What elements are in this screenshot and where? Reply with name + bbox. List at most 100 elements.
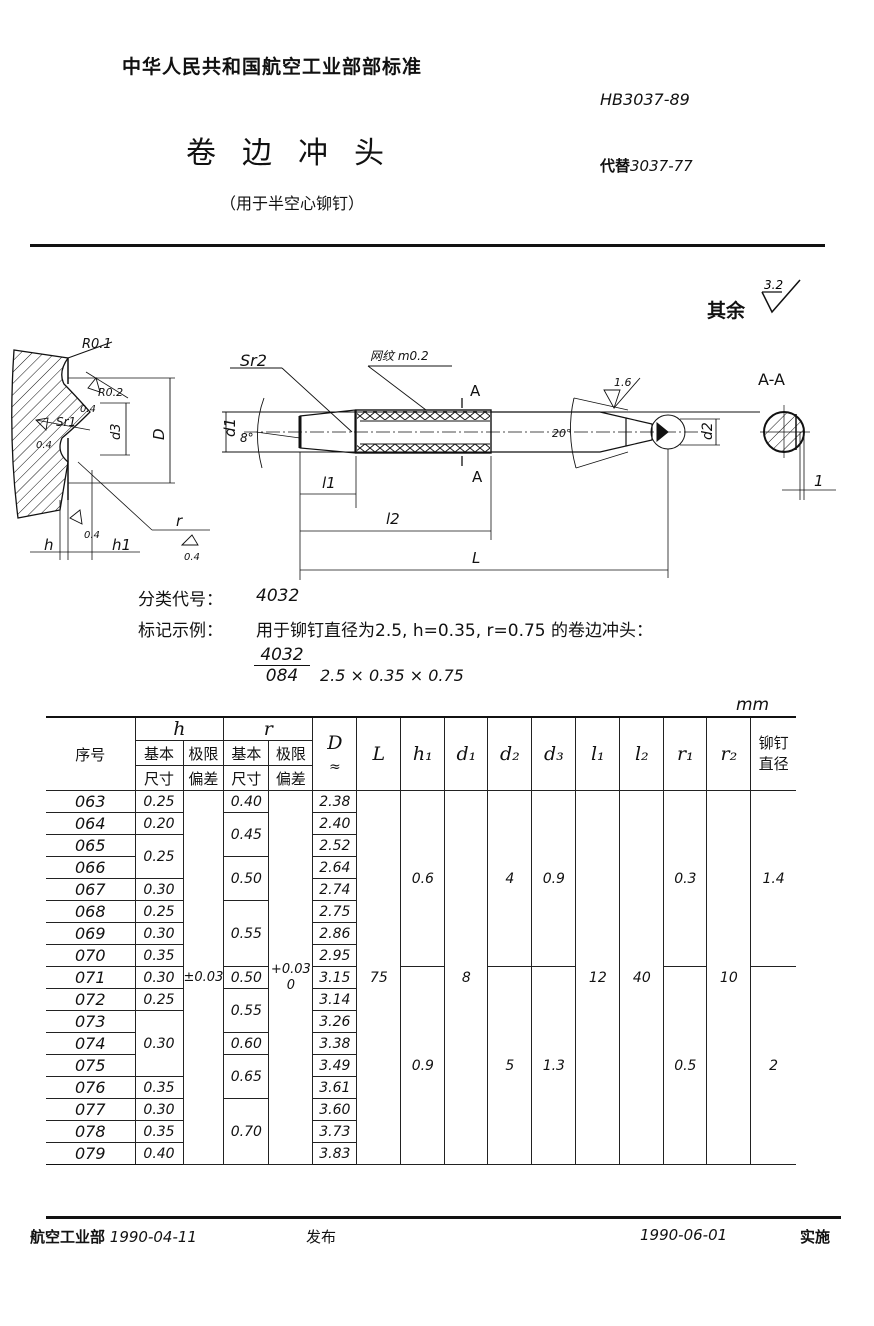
svg-text:r: r xyxy=(176,512,183,530)
footer-divider xyxy=(46,1216,841,1219)
serial-cell: 064 xyxy=(46,812,136,835)
col-header-d2: d₂ xyxy=(487,716,533,791)
table-row: 079 0.40 3.83 xyxy=(46,1142,796,1165)
table-row: 072 0.25 0.55 3.14 xyxy=(46,988,796,1033)
svg-text:D: D xyxy=(150,428,168,440)
h-cell: 0.25 xyxy=(134,988,184,1011)
l2-cell: 40 xyxy=(619,790,665,1165)
svg-text:A: A xyxy=(470,382,481,400)
h-cell: 0.30 xyxy=(134,966,184,989)
serial-cell: 079 xyxy=(46,1142,136,1165)
serial-cell: 070 xyxy=(46,944,136,967)
svg-text:0.4: 0.4 xyxy=(36,440,52,451)
table-row: 077 0.30 0.70 3.60 xyxy=(46,1098,796,1165)
svg-text:Sr2: Sr2 xyxy=(240,351,267,370)
r1-cell-group-a: 0.3 xyxy=(663,790,708,967)
marking-code-fraction: 4032 084 xyxy=(254,645,310,686)
svg-text:l1: l1 xyxy=(322,474,336,492)
issuing-organization: 中华人民共和国航空工业部部标准 xyxy=(122,56,423,78)
serial-cell: 077 xyxy=(46,1098,136,1121)
issue-date: 1990-04-11 xyxy=(109,1228,197,1246)
svg-text:R0.1: R0.1 xyxy=(82,337,112,352)
col-header-L: L xyxy=(356,716,402,791)
D-cell: 3.60 xyxy=(312,1098,358,1121)
table-row: 069 0.30 2.86 xyxy=(46,922,796,945)
effective-label: 实施 xyxy=(800,1228,831,1246)
D-symbol: D xyxy=(327,732,343,754)
h1-cell-group-b: 0.9 xyxy=(400,966,446,1165)
D-cell: 2.38 xyxy=(312,790,358,813)
svg-text:h: h xyxy=(44,536,54,554)
roughness-symbol-icon: 3.2 xyxy=(761,278,801,314)
col-header-d1: d₁ xyxy=(444,716,489,791)
serial-cell: 073 xyxy=(46,1010,136,1033)
serial-cell: 065 xyxy=(46,834,136,857)
footer-issuer: 航空工业部 1990-04-11 xyxy=(30,1226,197,1247)
table-row: 065 0.25 2.52 xyxy=(46,834,796,879)
d3-cell-group-b: 1.3 xyxy=(531,966,577,1165)
svg-text:d2: d2 xyxy=(700,422,716,440)
r2-cell: 10 xyxy=(706,790,752,1165)
svg-text:20°: 20° xyxy=(552,427,572,440)
marking-example-text: 用于铆钉直径为2.5, h=0.35, r=0.75 的卷边冲头： xyxy=(256,621,654,641)
replaces-label: 代替 xyxy=(600,157,631,175)
col-header-r1: r₁ xyxy=(663,716,708,791)
serial-cell: 066 xyxy=(46,856,136,879)
r-limit-dev-header: 极限 xyxy=(268,740,314,766)
issuer-name: 航空工业部 xyxy=(30,1228,106,1246)
svg-text:网纹 m0.2: 网纹 m0.2 xyxy=(370,349,429,363)
svg-text:0.4: 0.4 xyxy=(84,530,100,541)
approx-symbol: ≈ xyxy=(328,759,341,775)
d2-cell-group-b: 5 xyxy=(487,966,533,1165)
marking-code-denominator: 084 xyxy=(265,666,299,686)
replaces-standard: 代替3037-77 xyxy=(600,155,693,176)
technical-drawing: R0.1 R0.2 0.4 Sr1 0.4 0.4 0.4 d3 D h h1 … xyxy=(11,337,836,580)
h-cell: 0.40 xyxy=(134,1142,184,1165)
serial-cell: 072 xyxy=(46,988,136,1011)
r-cell: 0.55 xyxy=(223,988,270,1033)
table-row: 068 0.25 0.55 2.75 xyxy=(46,900,796,967)
d3-cell-group-a: 0.9 xyxy=(531,790,577,967)
D-cell: 3.73 xyxy=(312,1120,358,1143)
D-cell: 3.38 xyxy=(312,1032,358,1055)
marking-code-numerator: 4032 xyxy=(254,645,310,666)
svg-text:A-A: A-A xyxy=(758,370,785,389)
svg-text:d3: d3 xyxy=(109,423,124,440)
D-cell: 3.61 xyxy=(312,1076,358,1099)
h-cell: 0.30 xyxy=(134,922,184,945)
r-cell: 0.50 xyxy=(223,856,270,901)
svg-text:R0.2: R0.2 xyxy=(98,386,123,399)
col-header-d3: d₃ xyxy=(531,716,577,791)
table-row: 076 0.35 3.61 xyxy=(46,1076,796,1099)
document-subtitle: （用于半空心铆钉） xyxy=(220,194,365,213)
serial-cell: 068 xyxy=(46,900,136,923)
table-row: 064 0.20 0.45 2.40 xyxy=(46,812,796,857)
svg-text:0.4: 0.4 xyxy=(80,404,96,415)
serial-cell: 076 xyxy=(46,1076,136,1099)
D-cell: 2.64 xyxy=(312,856,358,879)
D-cell: 2.52 xyxy=(312,834,358,857)
h-cell: 0.30 xyxy=(134,1010,184,1077)
rivet-dia-line1: 铆钉 xyxy=(758,734,789,752)
col-header-l1: l₁ xyxy=(575,716,621,791)
r-cell: 0.70 xyxy=(223,1098,270,1165)
svg-text:3.2: 3.2 xyxy=(764,278,783,292)
replaces-number: 3037-77 xyxy=(630,157,693,175)
D-cell: 3.15 xyxy=(312,966,358,989)
table-row: 066 0.50 2.64 xyxy=(46,856,796,901)
D-cell: 2.86 xyxy=(312,922,358,945)
h-cell: 0.25 xyxy=(134,900,184,923)
document-title: 卷边冲头 xyxy=(186,136,410,171)
h-tolerance-cell: ±0.03 xyxy=(182,790,225,1165)
col-header-h: h xyxy=(134,716,225,741)
svg-text:L: L xyxy=(472,549,480,567)
h-cell: 0.25 xyxy=(134,834,184,879)
h-cell: 0.35 xyxy=(134,944,184,967)
serial-cell: 063 xyxy=(46,790,136,813)
d2-cell-group-a: 4 xyxy=(487,790,533,967)
svg-text:l2: l2 xyxy=(386,510,400,528)
table-row: 074 0.60 3.38 xyxy=(46,1032,796,1055)
svg-text:Sr1: Sr1 xyxy=(56,415,76,429)
